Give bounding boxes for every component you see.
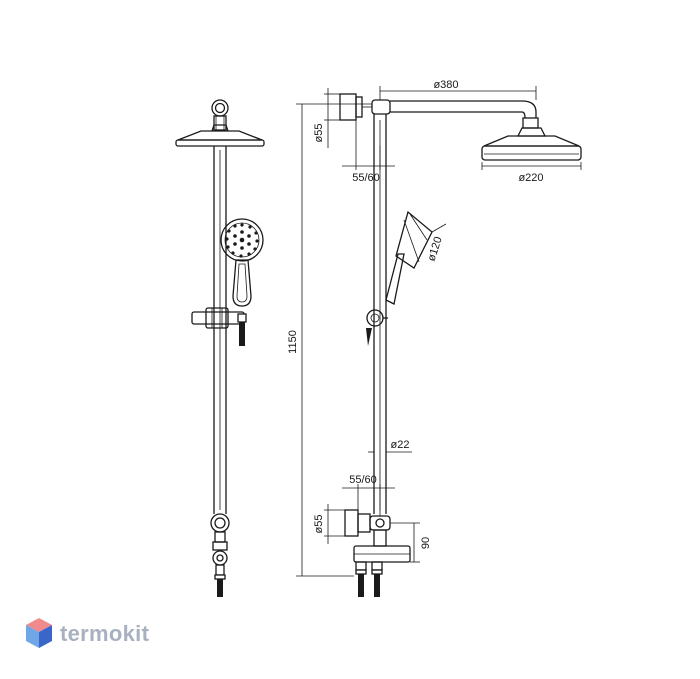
label-pipe: ø22: [391, 439, 410, 451]
side-head-shower: [481, 127, 582, 161]
label-offset-bottom: 55/60: [349, 474, 377, 486]
label-wall-bracket-bottom: ø55: [313, 515, 325, 534]
front-mixer: [212, 531, 228, 597]
front-slider: [191, 307, 245, 329]
side-shower-arm: [371, 99, 539, 129]
front-top-connector: [211, 99, 229, 131]
front-hose: [237, 313, 247, 346]
front-view: [175, 99, 265, 597]
termokit-cube-icon: [26, 618, 52, 648]
brand-name: termokit: [60, 621, 150, 646]
brand-logo: termokit: [24, 614, 149, 654]
side-top-wall-bracket: [339, 93, 372, 121]
front-hand-shower: [220, 218, 264, 307]
front-bottom-bracket: [210, 513, 230, 533]
label-wall-bracket-top: ø55: [313, 124, 325, 143]
label-arm-length: ø380: [433, 79, 458, 91]
label-head-shower: ø220: [518, 172, 543, 184]
front-riser-pipe: [213, 146, 227, 514]
front-head-shower: [175, 124, 265, 147]
label-total-height: 1150: [287, 330, 299, 354]
dimension-labels: ø380 ø55 55/60 ø220 ø120 1150 ø22 55/60 …: [287, 79, 544, 549]
dimension-lines: [296, 86, 582, 577]
label-offset-top: 55/60: [352, 172, 380, 184]
side-view: [339, 93, 582, 597]
side-bottom-wall-bracket: [344, 509, 391, 537]
side-slider: [366, 309, 388, 346]
label-mixer-height: 90: [420, 537, 432, 549]
side-mixer: [353, 529, 411, 597]
